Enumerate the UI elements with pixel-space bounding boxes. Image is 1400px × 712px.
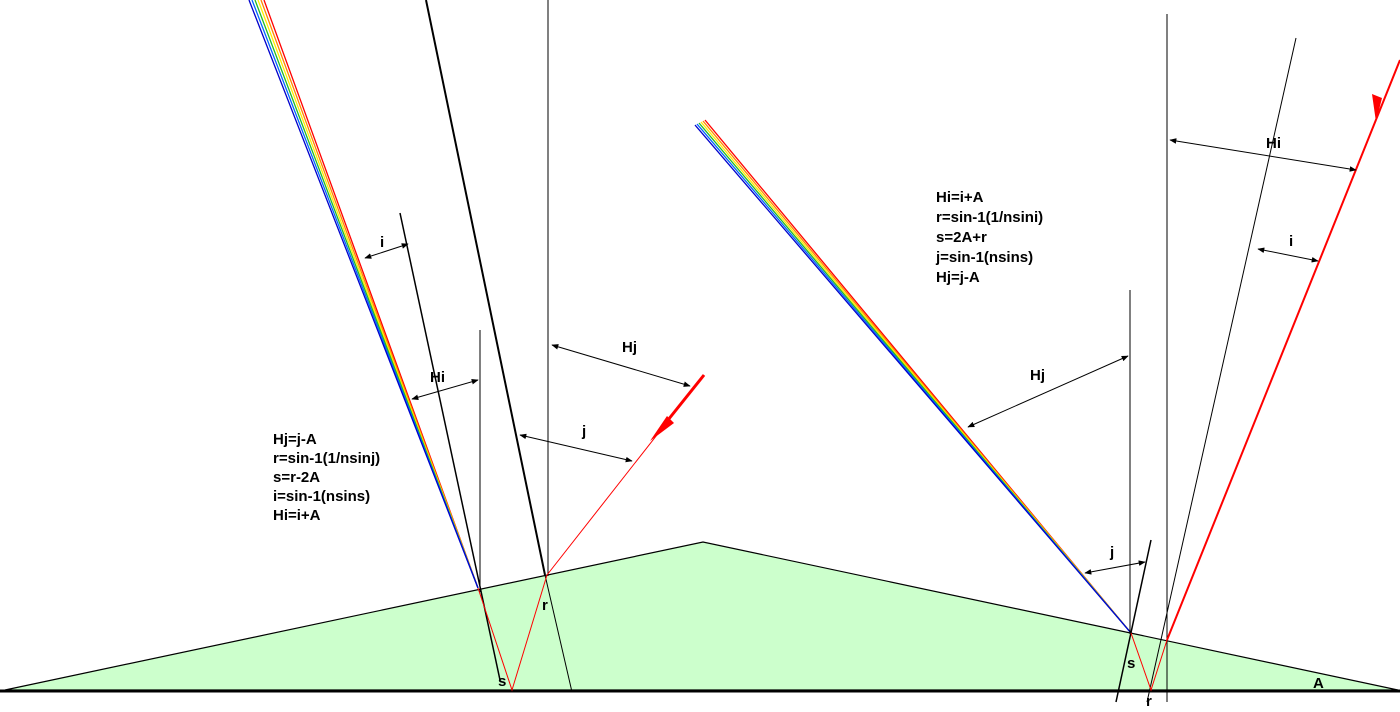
right-label-r: r — [1146, 693, 1152, 710]
left-internal-path — [477, 574, 548, 692]
right-label-Hj: Hj — [1030, 367, 1045, 384]
left-angle-i-arrow — [364, 243, 409, 259]
left-incident-arrowhead — [650, 416, 674, 441]
left-label-Hj: Hj — [622, 339, 637, 356]
right-formula-5: Hj=j-A — [936, 269, 980, 286]
left-normal-entry — [425, 0, 546, 576]
right-incident-ray — [1166, 59, 1400, 641]
left-angle-Hj-arrow — [551, 344, 691, 387]
right-incident-arrowhead — [1372, 94, 1382, 122]
left-label-Hi: Hi — [430, 369, 445, 386]
right-angle-j-arrow — [1084, 560, 1146, 575]
left-formula-1: Hj=j-A — [273, 431, 317, 448]
left-label-s: s — [498, 673, 506, 690]
right-label-A: A — [1313, 675, 1324, 692]
right-angle-Hi-arrow — [1169, 138, 1357, 172]
left-angle-Hi-arrow — [411, 379, 479, 400]
right-spectrum-ray-violet — [694, 124, 1132, 634]
right-label-j: j — [1109, 544, 1114, 561]
left-label-i: i — [380, 234, 384, 251]
right-label-i: i — [1289, 233, 1293, 250]
right-formula-3: s=2A+r — [936, 229, 987, 246]
left-label-j: j — [581, 423, 586, 440]
left-formula-4: i=sin-1(nsins) — [273, 488, 370, 505]
right-label-s: s — [1127, 655, 1135, 672]
left-spectrum — [248, 0, 479, 589]
left-formula-5: Hi=i+A — [273, 507, 321, 524]
right-angle-Hj-arrow — [967, 355, 1129, 428]
right-formula-1: Hi=i+A — [936, 189, 984, 206]
right-spectrum — [694, 119, 1132, 634]
right-formula-2: r=sin-1(1/nsini) — [936, 209, 1043, 226]
right-formula-block: Hi=i+A r=sin-1(1/nsini) s=2A+r j=sin-1(n… — [935, 189, 1043, 286]
left-normal-exit — [399, 212, 501, 681]
right-formula-4: j=sin-1(nsins) — [935, 249, 1033, 266]
left-formula-3: s=r-2A — [273, 469, 320, 486]
left-angle-j-arrow — [519, 433, 633, 463]
prism — [4, 541, 1399, 691]
left-formula-block: Hj=j-A r=sin-1(1/nsinj) s=r-2A i=sin-1(n… — [273, 431, 380, 524]
left-normal-entry-inner — [544, 574, 573, 693]
left-formula-2: r=sin-1(1/nsinj) — [273, 450, 380, 467]
right-angle-i-arrow — [1257, 247, 1319, 263]
right-label-Hi: Hi — [1266, 135, 1281, 152]
right-internal-path — [1130, 632, 1168, 692]
left-label-r: r — [542, 597, 548, 614]
left-spectrum-ray-violet — [248, 0, 479, 589]
